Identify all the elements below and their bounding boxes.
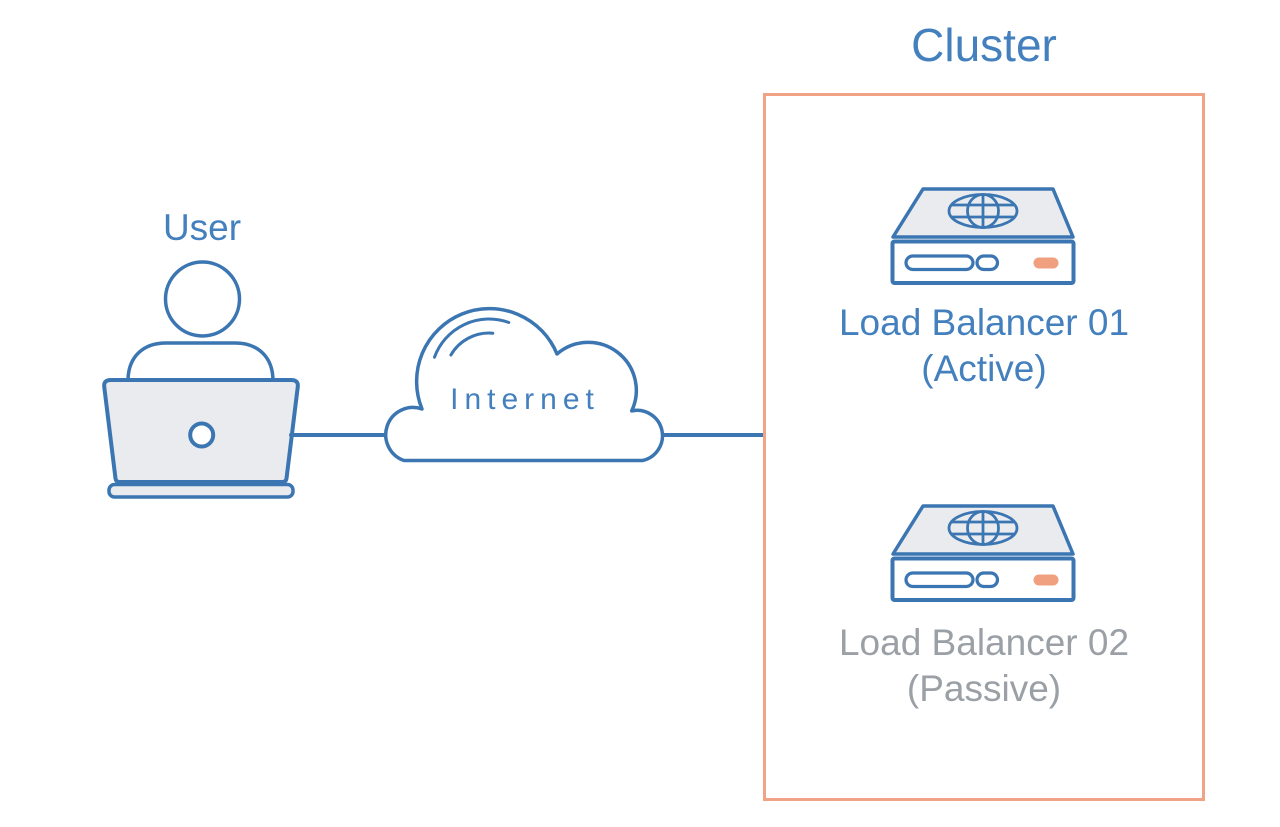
user-label: User [162,207,242,248]
server-button [975,254,1000,272]
link-internet-cluster [660,433,765,437]
server-button [975,571,1000,589]
user-shoulders [126,341,275,382]
load-balancer-01-icon [890,187,1076,285]
load-balancer-02-icon [890,504,1076,602]
globe-icon [947,510,1019,546]
load-balancer-02-name: Load Balancer 02 [838,622,1130,663]
load-balancer-01-name: Load Balancer 01 [838,302,1130,343]
cloud-highlight-arc-inner [449,331,495,357]
cloud-highlight-arc-outer [433,317,511,359]
server-drive-slot [904,254,975,272]
user-icon [102,260,300,499]
laptop-base [107,482,295,499]
cloud-outline [383,306,665,463]
cluster-title: Cluster [911,19,1057,71]
led-indicator [1033,257,1059,269]
led-indicator [1033,574,1059,586]
load-balancer-02-label: Load Balancer 02 (Passive) [763,620,1205,712]
laptop-logo-icon [188,421,216,449]
cluster-box [763,93,1205,801]
load-balancer-02-status: (Passive) [906,668,1062,709]
server-drive-slot [904,571,975,589]
globe-icon [947,193,1019,229]
user-head [163,260,242,338]
internet-cloud-icon [383,306,665,463]
link-user-internet [289,433,390,437]
internet-label: Internet [450,383,600,416]
load-balancer-01-status: (Active) [921,348,1047,389]
load-balancer-01-label: Load Balancer 01 (Active) [763,300,1205,392]
